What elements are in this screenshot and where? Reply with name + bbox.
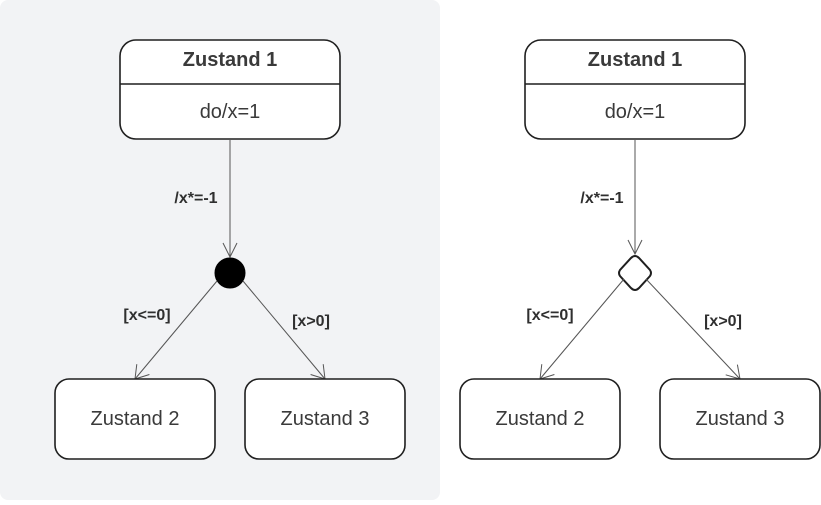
state-activity: do/x=1	[605, 101, 666, 123]
guard-label-x-lte-0: [x<=0]	[526, 307, 573, 324]
transition-guard-left-branch[interactable]	[539, 278, 625, 380]
state-title: Zustand 1	[588, 49, 682, 71]
transition-to-junction-right[interactable]	[627, 139, 643, 256]
state-title: Zustand 1	[183, 49, 277, 71]
state-label: Zustand 2	[91, 408, 180, 430]
junction-diamond-icon[interactable]	[618, 254, 652, 292]
transition-to-junction-left[interactable]	[222, 139, 238, 259]
transition-action-label: /x*=-1	[580, 190, 623, 207]
state-zustand-2-left[interactable]: Zustand 2	[54, 378, 216, 460]
state-label: Zustand 3	[696, 408, 785, 430]
guard-label-x-gt-0: [x>0]	[292, 313, 330, 330]
state-label: Zustand 3	[281, 408, 370, 430]
state-zustand-3-left[interactable]: Zustand 3	[244, 378, 406, 460]
junction-filled-circle-icon[interactable]	[214, 257, 246, 289]
state-zustand-2-right[interactable]: Zustand 2	[459, 378, 621, 460]
state-zustand-1-right[interactable]: Zustand 1 do/x=1	[524, 39, 746, 140]
state-activity: do/x=1	[200, 101, 261, 123]
state-zustand-3-right[interactable]: Zustand 3	[659, 378, 821, 460]
transition-action-label: /x*=-1	[174, 190, 217, 207]
diagram-left: Zustand 1 do/x=1 /x*=-1 [x<=0] [x>0] Zus…	[54, 39, 406, 460]
guard-label-x-lte-0: [x<=0]	[123, 307, 170, 324]
diagram-right: Zustand 1 do/x=1 /x*=-1 [x<=0] [x>0] Zus…	[459, 39, 821, 460]
state-label: Zustand 2	[496, 408, 585, 430]
state-zustand-1-left[interactable]: Zustand 1 do/x=1	[119, 39, 341, 140]
guard-label-x-gt-0: [x>0]	[704, 313, 742, 330]
